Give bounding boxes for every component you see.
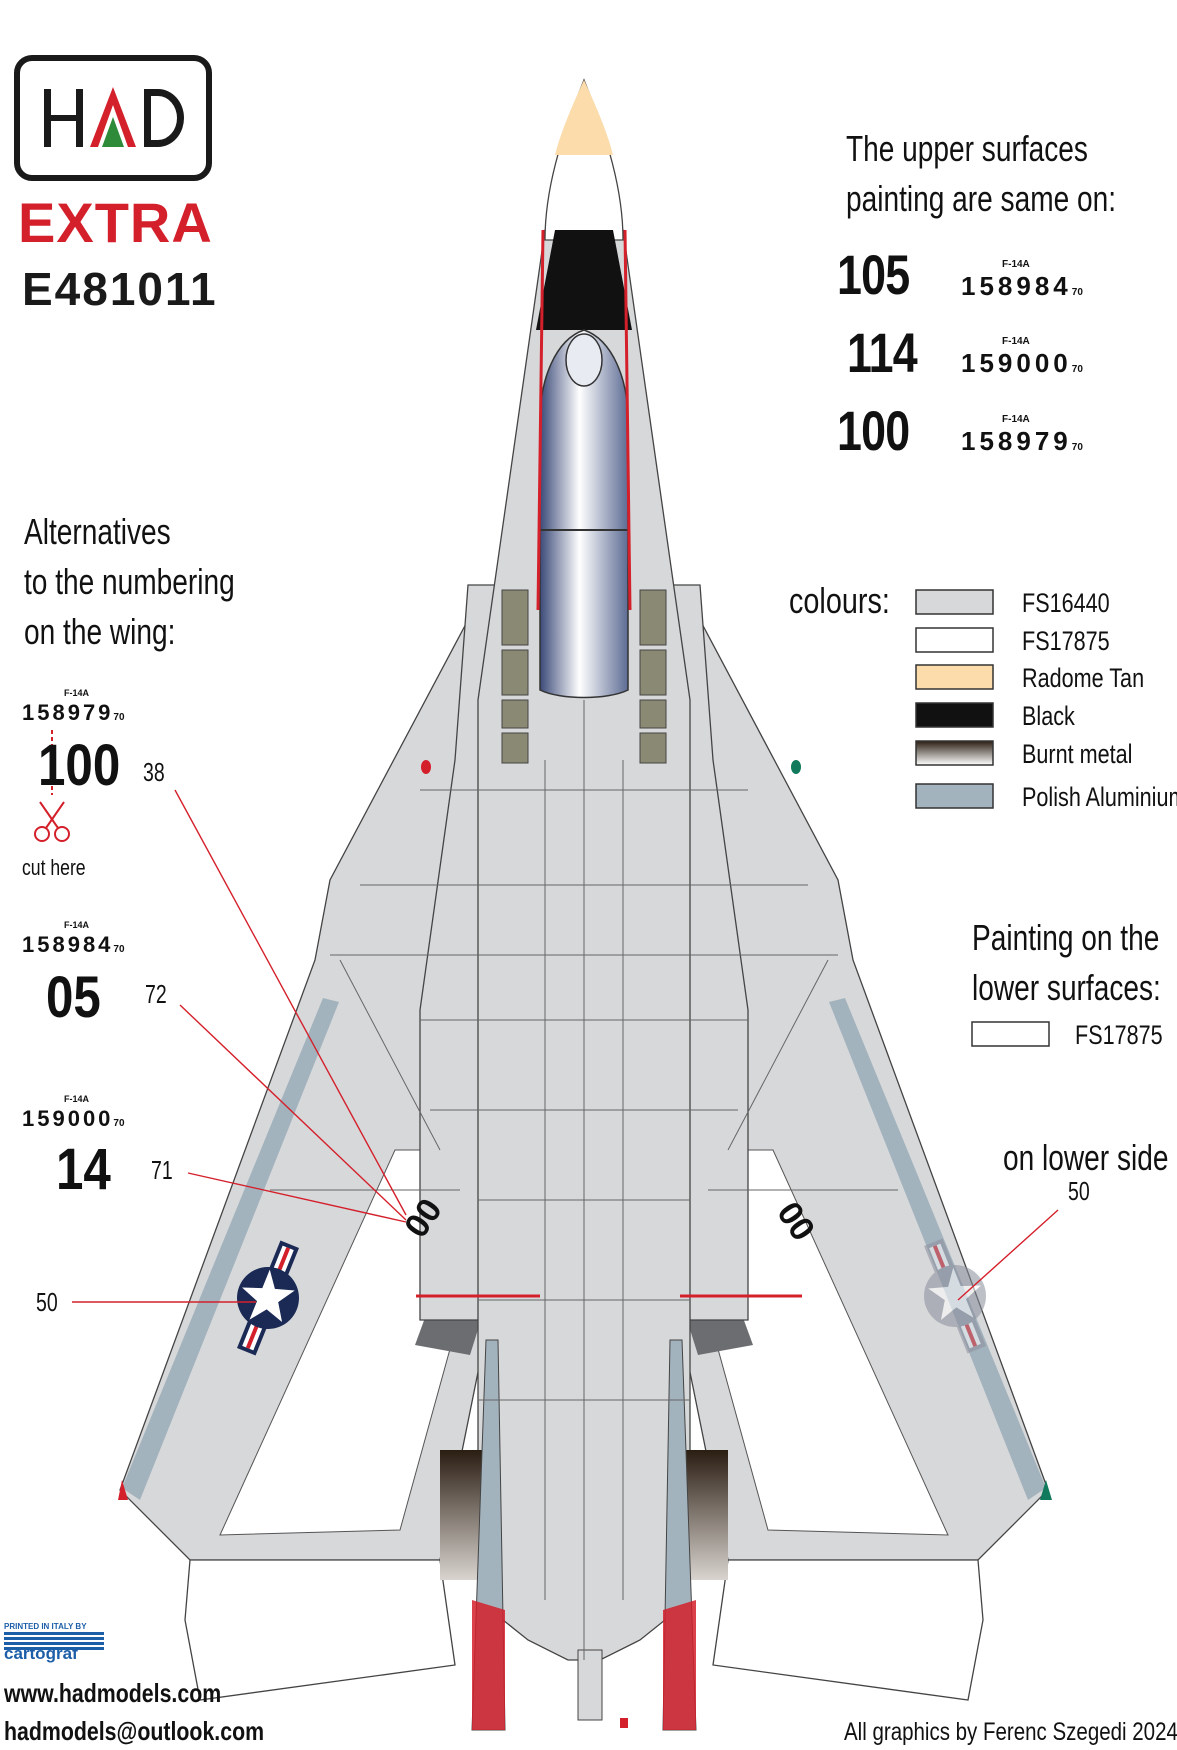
upper-title-line1: The upper surfaces bbox=[846, 128, 1088, 169]
alt-ref-2: 72 bbox=[145, 979, 167, 1009]
canopy bbox=[539, 329, 629, 699]
upper-serial-3: 15897970 bbox=[961, 426, 1083, 456]
had-logo bbox=[14, 55, 212, 181]
legend-label-2: FS17875 bbox=[1022, 626, 1110, 656]
printer-name: cartograf bbox=[4, 1644, 78, 1663]
left-wing-insignia bbox=[237, 1240, 299, 1356]
colour-swatches bbox=[915, 589, 1050, 1047]
upper-number-3: 100 bbox=[837, 399, 910, 462]
lower-title-line2: lower surfaces: bbox=[972, 967, 1161, 1008]
alt-number-2: 05 bbox=[46, 965, 101, 1030]
left-tip-light bbox=[118, 1480, 128, 1500]
tail-cone bbox=[577, 1649, 603, 1721]
alt-type-1: F-14A bbox=[64, 688, 90, 698]
cartograf-logo bbox=[4, 1632, 104, 1650]
cut-here-label: cut here bbox=[22, 855, 86, 880]
alt-serial-2: 15898470 bbox=[22, 932, 125, 957]
legend-label-5: Burnt metal bbox=[1022, 739, 1133, 769]
right-red-cheat-line bbox=[623, 229, 632, 611]
email-link[interactable]: hadmodels@outlook.com bbox=[4, 1716, 265, 1746]
right-tip-light bbox=[1040, 1480, 1052, 1500]
extra-label: EXTRA bbox=[18, 191, 213, 254]
seat-headrest bbox=[565, 333, 603, 387]
right-nav-light bbox=[791, 760, 801, 774]
alternatives-title-line3: on the wing: bbox=[24, 611, 176, 652]
alt-ref-50: 50 bbox=[36, 1287, 58, 1317]
left-tail-stripe bbox=[472, 1600, 505, 1730]
lower-swatch-label: FS17875 bbox=[1075, 1020, 1163, 1050]
upper-number-1: 105 bbox=[837, 243, 910, 306]
on-lower-side-label: on lower side bbox=[1003, 1137, 1169, 1178]
right-wing-insignia bbox=[924, 1238, 986, 1354]
alt-ref-1: 38 bbox=[143, 757, 165, 787]
upper-number-2: 114 bbox=[847, 321, 918, 384]
right-glove-vents bbox=[639, 589, 667, 764]
scissors-icon bbox=[34, 730, 70, 842]
upper-type-2: F-14A bbox=[1002, 336, 1030, 347]
upper-title-line2: painting are same on: bbox=[846, 178, 1117, 219]
alt-serial-1: 15897970 bbox=[22, 700, 125, 725]
alt-type-3: F-14A bbox=[64, 1094, 90, 1104]
tail-hook bbox=[620, 1718, 628, 1728]
alt-number-3: 14 bbox=[56, 1137, 111, 1202]
had-logo-mark bbox=[44, 87, 184, 147]
upper-type-3: F-14A bbox=[1002, 414, 1030, 425]
website-link[interactable]: www.hadmodels.com bbox=[4, 1678, 222, 1708]
colours-label: colours: bbox=[789, 580, 890, 621]
upper-serial-2: 15900070 bbox=[961, 348, 1083, 378]
alt-serial-3: 15900070 bbox=[22, 1106, 125, 1131]
legend-label-1: FS16440 bbox=[1022, 588, 1110, 618]
lower-side-ref-50: 50 bbox=[1068, 1176, 1090, 1206]
alternatives-title-line1: Alternatives bbox=[24, 511, 171, 552]
product-code: E481011 bbox=[22, 263, 218, 315]
legend-label-3: Radome Tan bbox=[1022, 663, 1145, 693]
lower-surfaces-title: Painting on the lower surfaces: bbox=[972, 913, 1161, 1013]
lower-title-line1: Painting on the bbox=[972, 917, 1160, 958]
right-tail-stripe bbox=[663, 1600, 696, 1730]
right-wingtip bbox=[712, 1559, 984, 1701]
graphics-credit: All graphics by Ferenc Szegedi 2024 bbox=[844, 1718, 1177, 1746]
leader-lines bbox=[72, 789, 1059, 1303]
alternatives-title-line2: to the numbering bbox=[24, 561, 235, 602]
upper-type-1: F-14A bbox=[1002, 259, 1030, 270]
anti-glare-panel bbox=[536, 230, 632, 330]
legend-label-6: Polish Aluminium bbox=[1022, 782, 1177, 812]
alt-type-2: F-14A bbox=[64, 920, 90, 930]
legend-label-4: Black bbox=[1022, 701, 1075, 731]
alternatives-title: Alternatives to the numbering on the win… bbox=[24, 507, 235, 657]
left-glove-vents bbox=[501, 589, 529, 764]
radome bbox=[555, 80, 613, 155]
upper-surfaces-title: The upper surfaces painting are same on: bbox=[846, 124, 1116, 224]
upper-serial-1: 15898470 bbox=[961, 271, 1083, 301]
left-red-cheat-line bbox=[536, 229, 545, 611]
left-wing-leading-edge bbox=[122, 998, 339, 1500]
left-wingtip bbox=[184, 1559, 456, 1701]
alt-number-1: 100 bbox=[38, 733, 121, 798]
left-nav-light bbox=[421, 760, 431, 774]
printed-in-italy-label: PRINTED IN ITALY BY bbox=[4, 1622, 87, 1631]
panel-lines bbox=[270, 700, 898, 1660]
alt-ref-3: 71 bbox=[151, 1155, 173, 1185]
